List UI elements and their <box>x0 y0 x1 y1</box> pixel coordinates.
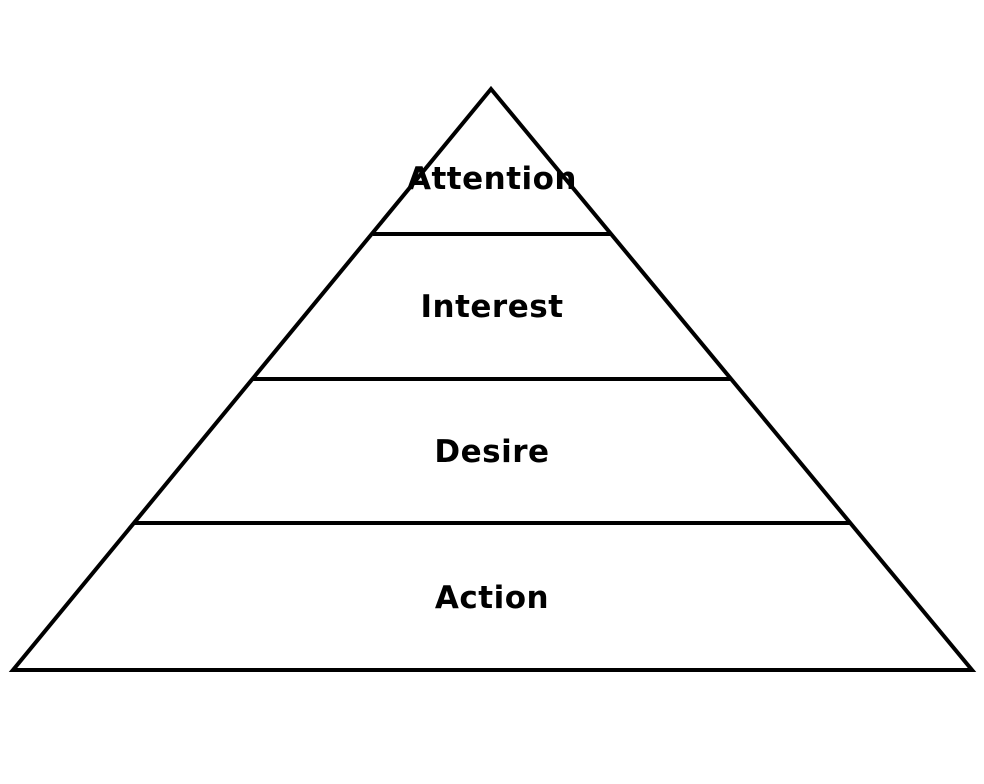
pyramid-shape <box>8 85 977 672</box>
pyramid-diagram-canvas: Attention Interest Desire Action <box>8 85 977 672</box>
